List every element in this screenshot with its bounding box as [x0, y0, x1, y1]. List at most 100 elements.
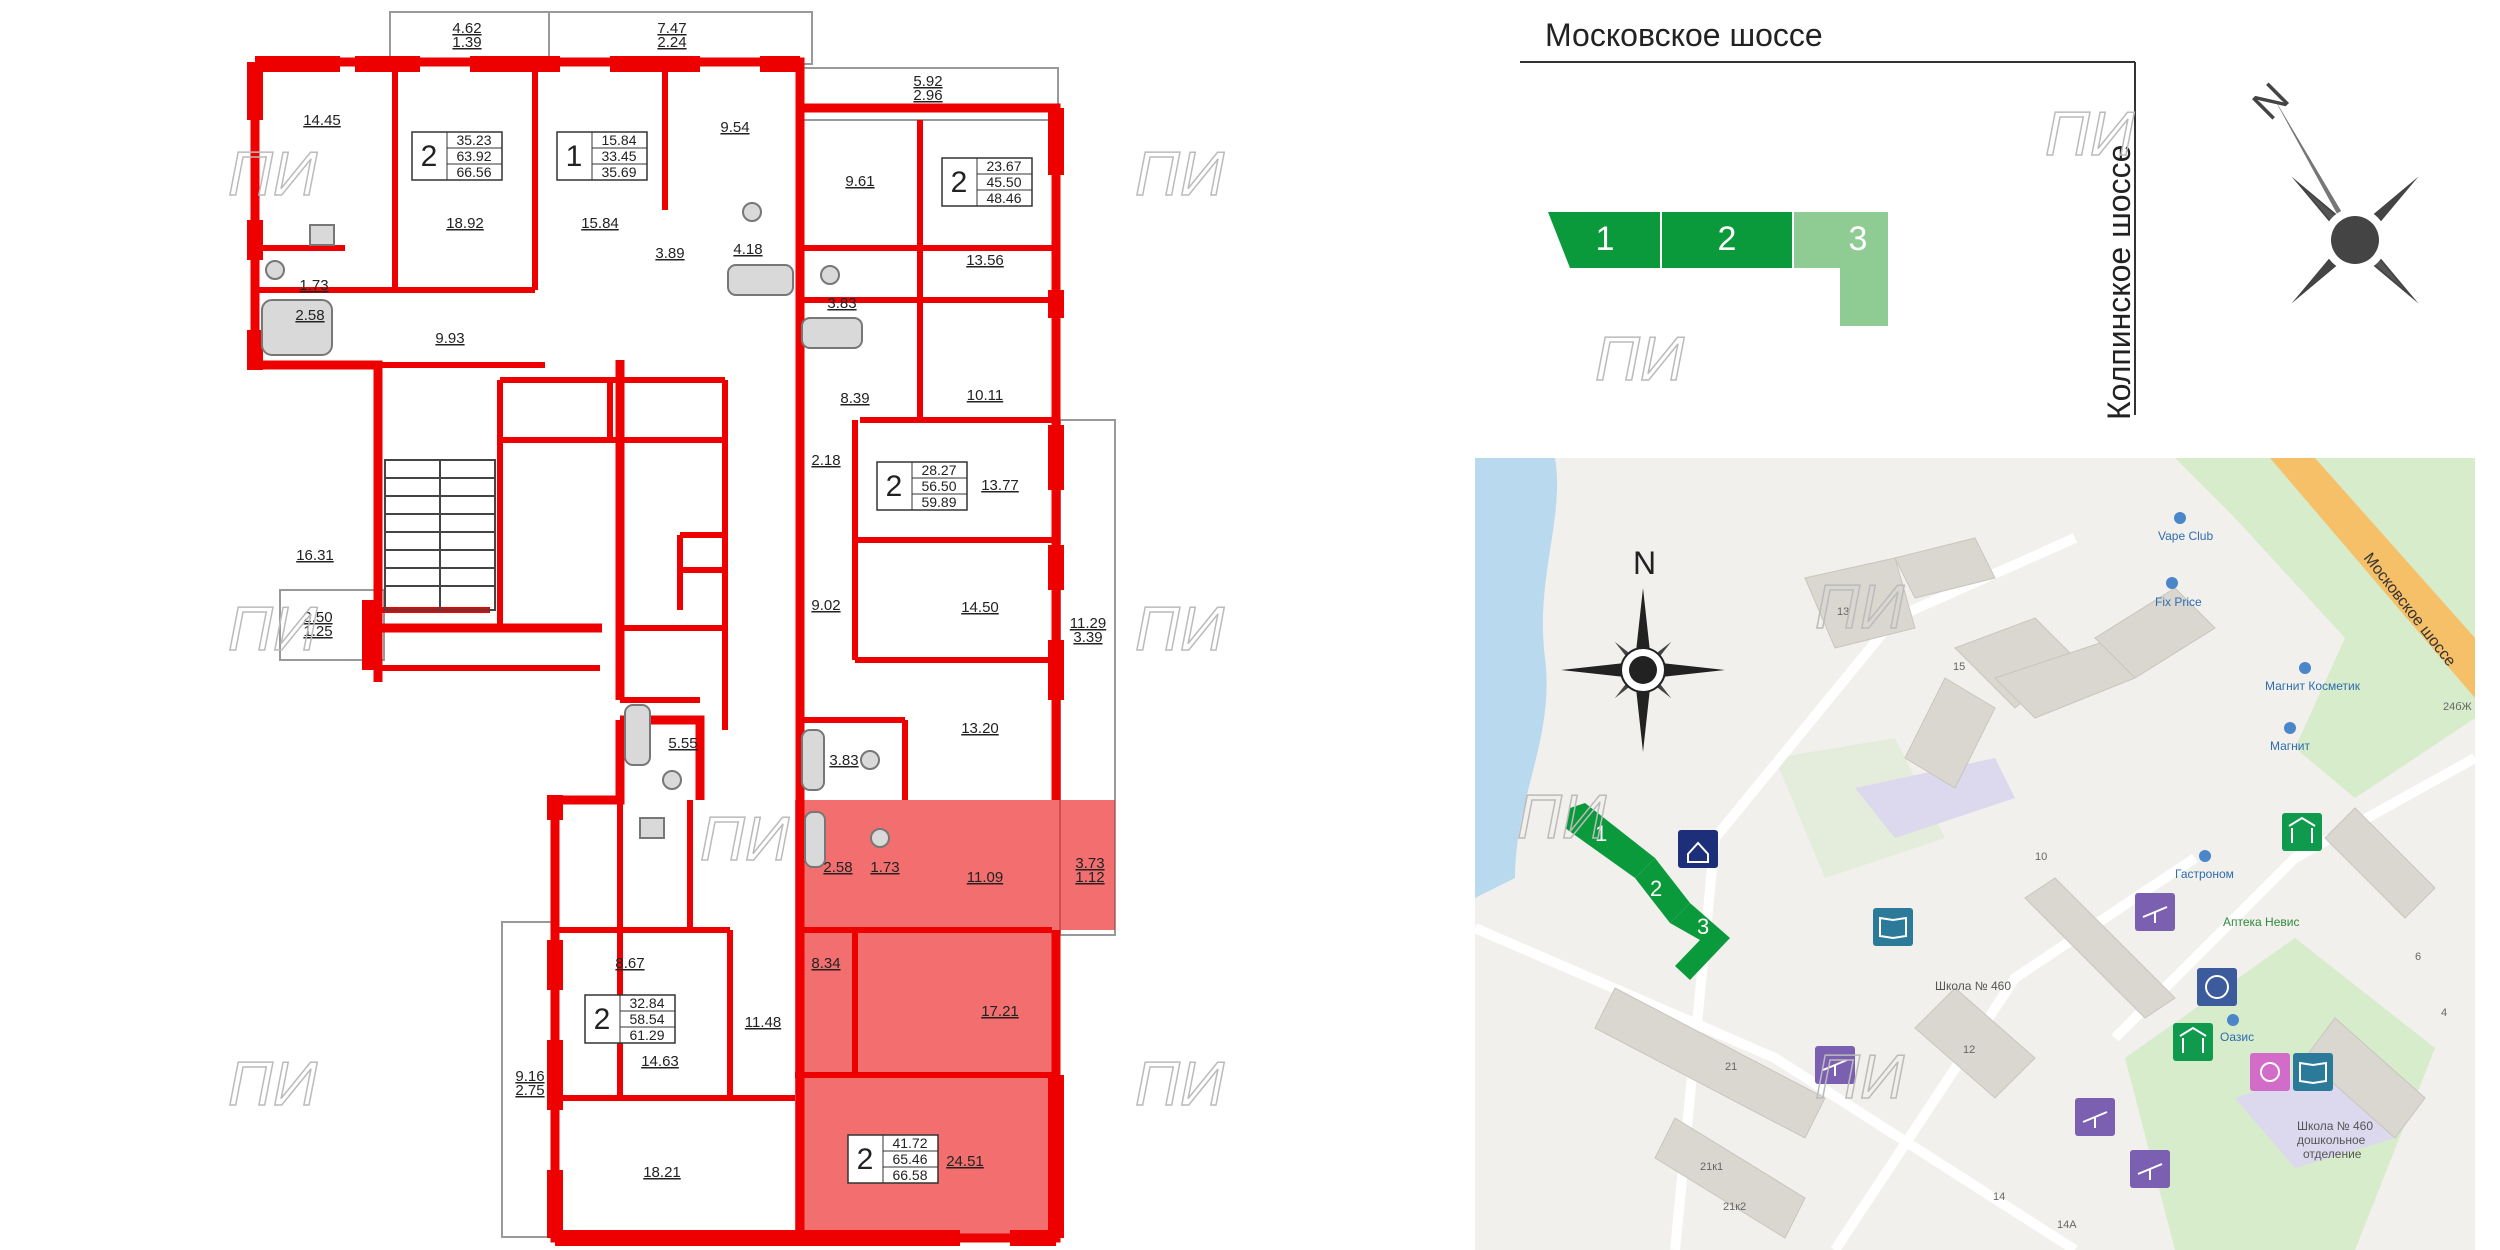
room-area: 18.21	[643, 1164, 681, 1181]
site-map: Московское шоссе 13 15 10 12 21 6 4 21к1…	[1475, 458, 2475, 1250]
gazebo-icon[interactable]	[2282, 813, 2322, 851]
room-area: 13.20	[961, 720, 999, 737]
svg-text:59.89: 59.89	[921, 494, 956, 510]
section-1[interactable]: 1	[1548, 212, 1660, 268]
svg-text:45.50: 45.50	[986, 174, 1021, 190]
svg-text:ПИ: ПИ	[1135, 595, 1225, 664]
svg-text:ПИ: ПИ	[1135, 1050, 1225, 1119]
kindergarten-icon[interactable]	[2250, 1053, 2290, 1091]
school-icon[interactable]	[2293, 1053, 2333, 1091]
svg-text:ПИ: ПИ	[228, 1050, 318, 1119]
svg-text:32.84: 32.84	[629, 995, 664, 1011]
svg-text:58.54: 58.54	[629, 1011, 664, 1027]
buildings	[1594, 537, 2436, 1239]
room-area: 5.55	[668, 735, 697, 752]
svg-text:6: 6	[2415, 951, 2421, 963]
room-area: 3.83	[827, 295, 856, 312]
svg-text:ПИ: ПИ	[700, 805, 790, 874]
room-area: 10.11	[967, 387, 1003, 404]
project-sections[interactable]: 1 2 3	[1565, 803, 1730, 980]
svg-text:Школа № 460: Школа № 460	[1935, 979, 2011, 993]
playground-icon[interactable]	[1815, 1046, 1855, 1084]
svg-text:41.72: 41.72	[892, 1135, 927, 1151]
svg-text:Fix Price: Fix Price	[2155, 595, 2202, 609]
school-icon[interactable]	[1873, 908, 1913, 946]
watermark: ПИ	[2045, 100, 2135, 169]
watermark: ПИ	[1815, 1043, 1905, 1112]
svg-text:ПИ: ПИ	[228, 595, 318, 664]
room-area: 9.02	[811, 597, 840, 614]
svg-text:66.56: 66.56	[456, 164, 491, 180]
rooms-count: 2	[951, 166, 968, 199]
svg-text:1: 1	[1596, 220, 1615, 258]
svg-text:10: 10	[2035, 851, 2047, 863]
svg-text:Оазис: Оазис	[2220, 1030, 2254, 1044]
room-area: 13.77	[981, 477, 1019, 494]
apartment-badge[interactable]: 2 28.27 56.50 59.89	[876, 461, 968, 511]
svg-text:12: 12	[1963, 1044, 1975, 1056]
rooms-count: 2	[421, 140, 438, 173]
room-area: 2.18	[811, 452, 840, 469]
apartment-badge[interactable]: 2 35.23 63.92 66.56	[411, 131, 503, 181]
svg-text:ПИ: ПИ	[228, 140, 318, 209]
floor-plan: 14.45 18.92 15.84 9.54 3.89 4.18 1.73 2.…	[227, 11, 1226, 1246]
home-icon[interactable]	[1678, 830, 1718, 868]
playground-icon[interactable]	[2135, 893, 2175, 931]
section-key-map: Московское шоссе Колпинское шоссе 1 2 3 …	[1520, 17, 2419, 420]
svg-text:Vape Club: Vape Club	[2158, 529, 2213, 543]
room-area: 9.93	[435, 330, 464, 347]
svg-text:дошкольное: дошкольное	[2297, 1133, 2366, 1147]
balcony-area: 7.47	[657, 20, 686, 37]
balcony-reduced: 2.75	[515, 1082, 544, 1099]
apartment-badge[interactable]: 2 23.67 45.50 48.46	[941, 157, 1033, 207]
room-area: 9.54	[720, 119, 749, 136]
svg-text:28.27: 28.27	[921, 462, 956, 478]
balcony-area: 2.50	[303, 609, 332, 626]
apartment-badge[interactable]: 2 41.72 65.46 66.58	[847, 1134, 939, 1184]
svg-text:35.23: 35.23	[456, 132, 491, 148]
svg-text:48.46: 48.46	[986, 190, 1021, 206]
apartment-badge[interactable]: 1 15.84 33.45 35.69	[556, 131, 648, 181]
svg-text:Магнит Косметик: Магнит Косметик	[2265, 679, 2361, 693]
selected-apartment[interactable]	[795, 800, 1115, 1238]
watermarks: ПИ ПИ ПИ ПИ ПИ ПИ ПИ	[227, 139, 1225, 1120]
basketball-icon[interactable]	[2197, 968, 2237, 1006]
section-2[interactable]: 2	[1662, 212, 1792, 268]
balcony-reduced: 2.96	[913, 87, 942, 104]
room-area: 9.61	[845, 173, 874, 190]
svg-text:отделение: отделение	[2303, 1147, 2362, 1161]
svg-text:15.84: 15.84	[601, 132, 636, 148]
playground-icon[interactable]	[2130, 1150, 2170, 1188]
balcony-area: 9.16	[515, 1068, 544, 1085]
room-area: 1.73	[870, 859, 899, 876]
room-area: 16.31	[296, 547, 334, 564]
highway	[2270, 458, 2475, 698]
room-area: 24.51	[946, 1153, 984, 1170]
rooms-count: 1	[566, 140, 583, 173]
balcony-area: 5.92	[913, 73, 942, 90]
svg-text:2: 2	[1650, 876, 1662, 901]
north-label: N	[2243, 74, 2298, 129]
balcony-reduced: 1.39	[452, 34, 481, 51]
section-3[interactable]: 3	[1794, 212, 1888, 326]
room-area: 18.92	[446, 215, 484, 232]
room-area: 8.67	[615, 955, 644, 972]
room-area: 14.63	[641, 1053, 679, 1070]
svg-text:4: 4	[2441, 1007, 2447, 1019]
playground-icon[interactable]	[2075, 1098, 2115, 1136]
park-area	[2175, 458, 2475, 798]
apartment-badge[interactable]: 2 32.84 58.54 61.29	[584, 994, 676, 1044]
svg-text:3: 3	[1849, 220, 1868, 258]
room-area: 2.58	[823, 859, 852, 876]
svg-text:65.46: 65.46	[892, 1151, 927, 1167]
balcony-reduced: 3.39	[1073, 629, 1102, 646]
svg-text:3: 3	[1697, 914, 1709, 939]
balcony-area: 3.73	[1075, 855, 1104, 872]
room-area: 14.45	[303, 112, 341, 129]
room-area: 17.21	[981, 1003, 1019, 1020]
svg-text:61.29: 61.29	[629, 1027, 664, 1043]
svg-text:Аптека Невис: Аптека Невис	[2223, 915, 2299, 929]
road-label-side: Колпинское шоссе	[2101, 145, 2137, 420]
watermark: ПИ	[1517, 783, 1607, 852]
gazebo-icon[interactable]	[2173, 1023, 2213, 1061]
